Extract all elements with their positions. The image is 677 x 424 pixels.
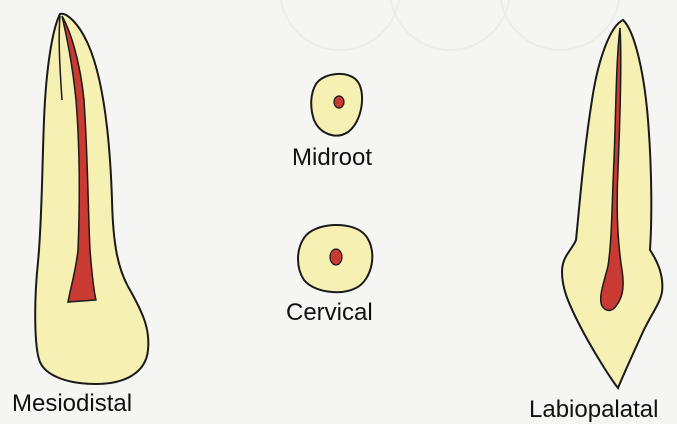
cervical-cross-section bbox=[298, 225, 372, 292]
midroot-label: Midroot bbox=[292, 146, 372, 170]
mesiodistal-tooth-outline bbox=[35, 14, 148, 384]
mesiodistal-label: Mesiodistal bbox=[12, 392, 132, 416]
midroot-canal bbox=[334, 96, 344, 108]
labiopalatal-tooth bbox=[562, 20, 662, 388]
mesiodistal-tooth bbox=[35, 14, 148, 384]
labiopalatal-label: Labiopalatal bbox=[529, 398, 658, 422]
cervical-label: Cervical bbox=[286, 301, 373, 325]
midroot-cross-section bbox=[311, 74, 362, 136]
cervical-canal bbox=[330, 249, 342, 265]
background-watermark bbox=[280, 0, 620, 50]
